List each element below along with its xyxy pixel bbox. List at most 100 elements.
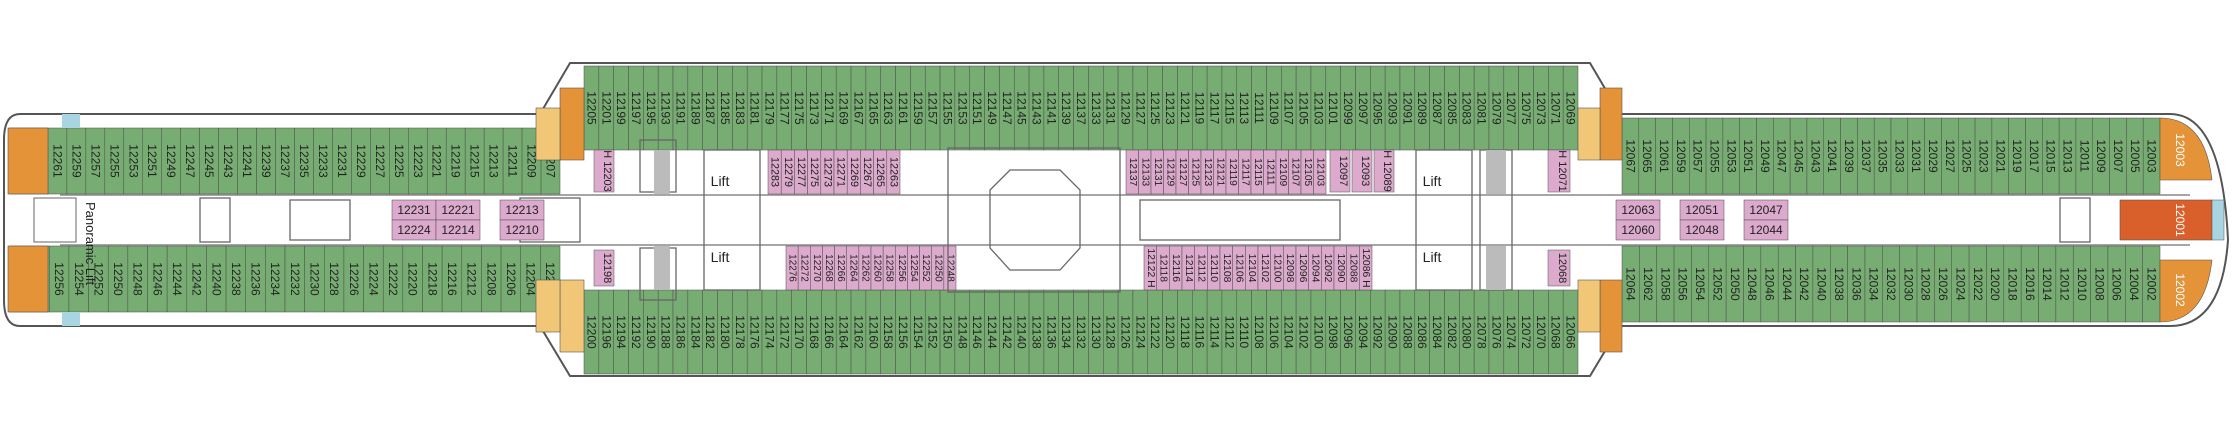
cabin[interactable]: 12023	[1974, 117, 1993, 195]
cabin[interactable]: 12146	[969, 289, 985, 375]
cabin[interactable]: 12086 H	[1359, 245, 1373, 291]
cabin[interactable]: 12049	[1756, 117, 1774, 195]
cabin[interactable]: 12168	[806, 289, 822, 375]
cabin[interactable]: 12007	[2109, 117, 2127, 195]
cabin[interactable]: 12064	[1621, 245, 1640, 323]
cabin[interactable]: 12022	[1968, 245, 1987, 323]
suite-12204[interactable]	[535, 279, 561, 333]
cabin[interactable]: 12159	[910, 65, 926, 151]
cabin[interactable]: 12119	[1225, 149, 1239, 195]
cabin[interactable]: 12120	[1162, 289, 1178, 375]
cabin[interactable]: 12248	[943, 245, 957, 291]
cabin[interactable]: 12260	[870, 245, 884, 291]
cabin[interactable]: 12086	[1414, 289, 1430, 375]
cabin[interactable]: 12020	[1986, 245, 2005, 323]
cabin[interactable]: 12103	[1313, 149, 1327, 195]
cabin[interactable]: 12183	[732, 65, 748, 151]
cabin[interactable]: 12035	[1873, 117, 1892, 195]
cabin[interactable]: 12052	[1708, 245, 1727, 323]
cabin[interactable]: 12058	[1656, 245, 1675, 323]
cabin[interactable]: 12070	[1533, 289, 1549, 375]
suite-12064[interactable]	[1599, 279, 1623, 353]
cabin-box[interactable]	[1359, 245, 1373, 291]
center-cabin[interactable]: 12214	[435, 219, 481, 241]
cabin[interactable]: 12038	[1830, 245, 1848, 323]
cabin[interactable]: 12037	[1857, 117, 1875, 195]
cabin[interactable]: 12113	[1236, 65, 1252, 151]
cabin[interactable]: 12143	[1028, 65, 1045, 151]
cabin[interactable]: 12264	[846, 245, 860, 291]
suite-12207[interactable]	[559, 87, 585, 161]
cabin[interactable]: 12125	[1147, 65, 1163, 151]
cabin[interactable]: 12252	[919, 245, 932, 291]
cabin[interactable]: 12248	[127, 245, 148, 313]
cabin[interactable]: 12109	[1275, 149, 1289, 195]
cabin[interactable]: 12180	[717, 289, 733, 375]
cabin[interactable]: 12122	[1147, 289, 1163, 375]
cabin[interactable]: 12249	[161, 127, 181, 195]
cabin[interactable]: 12111	[1263, 149, 1277, 195]
cabin[interactable]: 12085	[1444, 65, 1460, 151]
suite-12002[interactable]	[2159, 259, 2213, 323]
cabin[interactable]: 12088	[1346, 245, 1360, 291]
cabin[interactable]: 12039	[1840, 117, 1858, 195]
cabin[interactable]: 12055	[1705, 117, 1724, 195]
cabin[interactable]: 12246	[147, 245, 168, 313]
cabin[interactable]: 12236	[245, 245, 266, 313]
cabin[interactable]: 12242	[186, 245, 207, 313]
cabin[interactable]: 12157	[924, 65, 941, 151]
cabin[interactable]: 12117	[1206, 65, 1223, 151]
cabin[interactable]: 12247	[180, 127, 200, 195]
cabin[interactable]: 12250	[931, 245, 945, 291]
cabin[interactable]: 12029	[1924, 117, 1942, 195]
cabin[interactable]: 12027	[1941, 117, 1959, 195]
cabin[interactable]: 12028	[1916, 245, 1935, 323]
cabin[interactable]: 12187	[702, 65, 718, 151]
cabin[interactable]: 12042	[1795, 245, 1814, 323]
cabin[interactable]: 12227	[370, 127, 390, 195]
cabin[interactable]: 12040	[1812, 245, 1831, 323]
center-cabin[interactable]: 12221	[435, 199, 481, 221]
cabin[interactable]: 12075	[1518, 65, 1534, 151]
cabin[interactable]: 12025	[1958, 117, 1976, 195]
cabin[interactable]: 12066	[1562, 289, 1579, 375]
cabin[interactable]: 12213	[483, 127, 504, 195]
cabin-box[interactable]	[499, 219, 545, 241]
cabin[interactable]: 12114	[1181, 245, 1195, 291]
cabin[interactable]: 12237	[275, 127, 295, 195]
cabin[interactable]: 12127	[1175, 149, 1189, 195]
cabin[interactable]: 12054	[1691, 245, 1710, 323]
cabin[interactable]: 12161	[895, 65, 911, 151]
cabin[interactable]: 12201	[598, 65, 614, 151]
suite-12267[interactable]	[7, 127, 49, 195]
cabin[interactable]: 12220	[402, 245, 423, 313]
cabin[interactable]: 12192	[628, 289, 644, 375]
cabin[interactable]: 12090	[1384, 289, 1401, 375]
cabin[interactable]: 12115	[1250, 149, 1264, 195]
cabin[interactable]: 12230	[304, 245, 325, 313]
cabin[interactable]: 12152	[924, 289, 941, 375]
cabin-box[interactable]	[1615, 219, 1661, 241]
cabin[interactable]: 12116	[1169, 245, 1183, 291]
cabin[interactable]: 12034	[1864, 245, 1883, 323]
cabin[interactable]: 12133	[1088, 65, 1104, 151]
cabin[interactable]: 12127	[1132, 65, 1149, 151]
cabin[interactable]: 12255	[104, 127, 125, 195]
cabin[interactable]: 12076	[1488, 289, 1505, 375]
cabin[interactable]: 12073	[1533, 65, 1549, 151]
cabin[interactable]: 12205	[583, 65, 600, 151]
cabin-box[interactable]	[943, 245, 957, 291]
cabin-box[interactable]	[1313, 149, 1327, 195]
cabin[interactable]: 12252	[88, 245, 109, 313]
cabin[interactable]: 12256	[49, 245, 70, 313]
cabin[interactable]: 12275	[807, 149, 822, 195]
cabin[interactable]: 12256	[895, 245, 908, 291]
cabin[interactable]: 12204	[520, 245, 541, 313]
cabin[interactable]: 12258	[882, 245, 896, 291]
cabin[interactable]: 12166	[821, 289, 837, 375]
cabin[interactable]: 12065	[1638, 117, 1656, 195]
cabin[interactable]: 12150	[939, 289, 956, 375]
cabin[interactable]: 12059	[1672, 117, 1690, 195]
cabin[interactable]: 12048	[1743, 245, 1762, 323]
cabin[interactable]: 12215	[464, 127, 485, 195]
